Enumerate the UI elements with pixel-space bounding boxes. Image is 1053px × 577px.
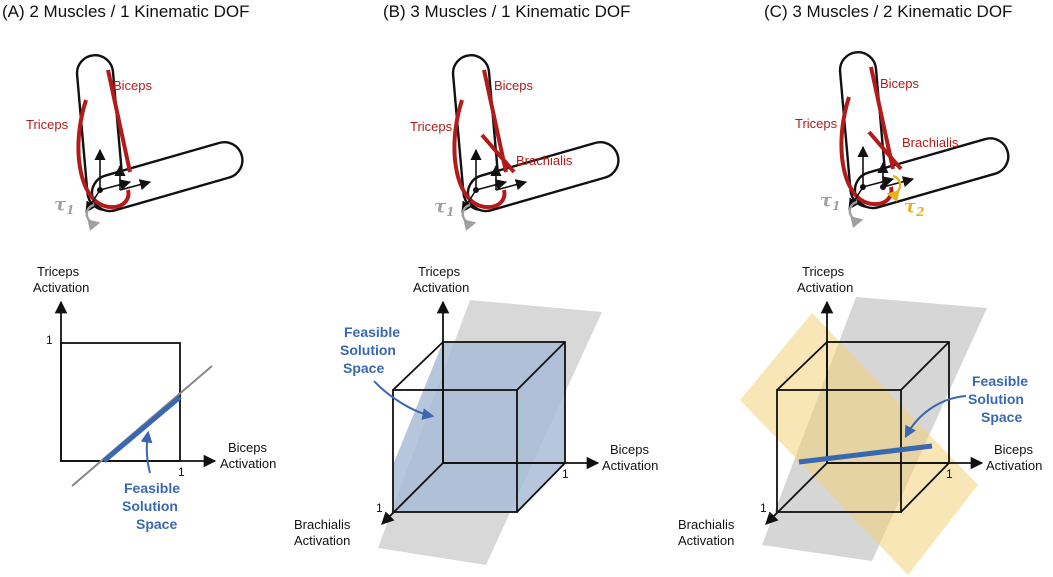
y-tick-1: 1 [46, 333, 53, 347]
x-tick-1: 1 [178, 465, 185, 479]
z-tick-1: 1 [376, 501, 383, 515]
brachialis-muscle [480, 133, 516, 174]
tau1-rotation-icon [848, 200, 864, 228]
joint-frame [85, 148, 152, 213]
z-axis-label-line1: Brachialis [294, 517, 351, 532]
brachialis-muscle [867, 130, 903, 171]
feasible-label-line3: Space [136, 516, 177, 532]
triceps-muscle [452, 99, 507, 210]
panel-a-plot: 1 1 Triceps Activation Biceps Activation… [33, 264, 276, 532]
x-axis-label-line1: Biceps [994, 442, 1034, 457]
y-axis-label-line1: Triceps [418, 264, 461, 279]
x-axis-label-line1: Biceps [610, 442, 650, 457]
biceps-muscle [869, 66, 895, 170]
constraint-plane-tau2 [740, 313, 978, 575]
y-axis-label-line2: Activation [797, 280, 853, 295]
feasible-label-line2: Solution [968, 391, 1024, 407]
feasible-label-line3: Space [343, 360, 384, 376]
z-axis-label-line2: Activation [294, 533, 350, 548]
x-axis-label-line2: Activation [602, 458, 658, 473]
tau1-label: τ1 [820, 190, 840, 213]
panel-c-title: (C) 3 Muscles / 2 Kinematic DOF [764, 2, 1013, 21]
x-axis-label-line1: Biceps [228, 440, 268, 455]
tau1-rotation-icon [85, 203, 101, 231]
z-axis-label-line2: Activation [678, 533, 734, 548]
panel-c-plot: Feasible Solution Space 1 1 Triceps Acti… [678, 264, 1042, 575]
biceps-label: Biceps [880, 76, 920, 91]
z-axis [765, 462, 828, 525]
panel-b-title: (B) 3 Muscles / 1 Kinematic DOF [383, 2, 631, 21]
triceps-label: Triceps [795, 116, 838, 131]
x-axis-label-line2: Activation [986, 458, 1042, 473]
panel-b-plot: Feasible Solution Space 1 1 Triceps Acti… [294, 264, 658, 565]
y-axis-label-line2: Activation [33, 280, 89, 295]
brachialis-label: Brachialis [902, 135, 959, 150]
feasible-pointer-arrow [904, 395, 967, 439]
triceps-label: Triceps [26, 117, 69, 132]
joint-frame [848, 145, 915, 210]
brachialis-label: Brachialis [516, 153, 573, 168]
tau2-rotation-icon [886, 174, 902, 202]
biceps-label: Biceps [113, 78, 153, 93]
tau2-label: τ2 [904, 196, 924, 219]
triceps-muscle [76, 99, 131, 210]
feasible-pointer-arrow [140, 430, 153, 474]
feasible-label-line3: Space [981, 409, 1022, 425]
tau1-label: τ1 [54, 194, 74, 217]
feasible-pointer-arrow [373, 380, 435, 420]
unit-square [60, 342, 181, 462]
z-axis-label-line1: Brachialis [678, 517, 735, 532]
triceps-label: Triceps [410, 119, 453, 134]
y-axis-label-line1: Triceps [37, 264, 80, 279]
tau1-rotation-icon [461, 203, 477, 231]
y-axis-label-line1: Triceps [802, 264, 845, 279]
biceps-muscle [106, 69, 132, 173]
feasible-label-line1: Feasible [972, 373, 1028, 389]
feasible-label-line1: Feasible [344, 324, 400, 340]
panel-c-arm: Biceps Triceps Brachialis τ1 τ2 [795, 51, 1010, 228]
y-axis-label-line2: Activation [413, 280, 469, 295]
panel-a-title: (A) 2 Muscles / 1 Kinematic DOF [2, 2, 250, 21]
panel-b-arm: Biceps Triceps Brachialis τ1 [410, 54, 620, 231]
biceps-label: Biceps [494, 78, 534, 93]
feasible-label-line2: Solution [122, 498, 178, 514]
x-axis-label-line2: Activation [220, 456, 276, 471]
x-tick-1: 1 [946, 467, 953, 481]
x-tick-1: 1 [562, 467, 569, 481]
panel-a-arm: Biceps Triceps τ1 [26, 54, 244, 231]
tau1-label: τ1 [434, 196, 454, 219]
feasible-segment [102, 395, 182, 463]
z-tick-1: 1 [760, 501, 767, 515]
feasible-segment [798, 443, 933, 465]
feasible-label-line2: Solution [340, 342, 396, 358]
z-axis [381, 462, 444, 525]
biceps-muscle [482, 69, 508, 173]
feasible-label-line1: Feasible [124, 480, 180, 496]
